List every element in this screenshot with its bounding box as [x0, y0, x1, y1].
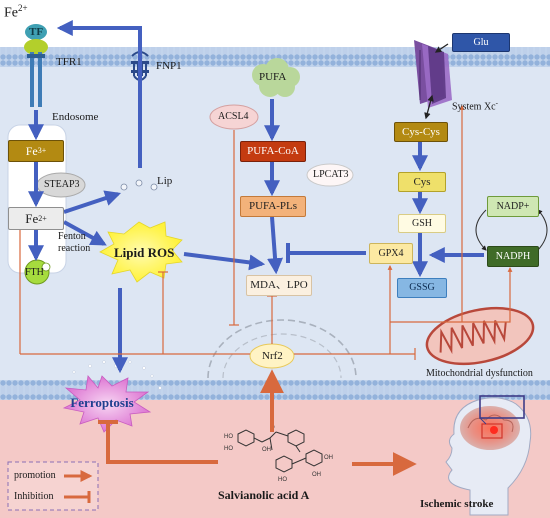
svg-text:OH: OH [324, 455, 333, 461]
nadph-box: NADPH [487, 246, 539, 267]
legend [7, 461, 99, 511]
svg-text:HO: HO [278, 477, 287, 483]
steap3-label: STEAP3 [44, 179, 80, 190]
ischemic-stroke-label: Ischemic stroke [420, 498, 494, 510]
nrf2-label: Nrf2 [262, 350, 283, 362]
lip-label: Lip [157, 175, 173, 187]
orange-regulation-lines [15, 105, 513, 360]
acsl4-label: ACSL4 [218, 111, 249, 122]
svg-text:HO: HO [224, 434, 233, 440]
fth-node [24, 259, 51, 285]
nucleus-outline [207, 319, 357, 379]
salvianolic-inhibit-ferroptosis [98, 420, 218, 464]
pufa-coa-box: PUFA-CoA [240, 141, 306, 162]
pufa-pls-box: PUFA-PLs [240, 196, 306, 217]
brain-head-icon [445, 395, 532, 516]
nadp-cycle-arrows [475, 209, 548, 251]
glu-box: Glu [452, 33, 510, 52]
lip-dots [120, 179, 158, 191]
mitochondrial-dysfunction-label: Mitochondrial dysfunction [426, 368, 533, 379]
fth-label: FTH [25, 267, 44, 278]
legend-promotion-label: promotion [14, 470, 56, 481]
fnp1-label: FNP1 [156, 60, 182, 72]
gsh-box: GSH [398, 214, 446, 233]
system-xc-transporter-icon [414, 40, 452, 108]
pufa-label: PUFA [259, 71, 287, 83]
svg-text:HO: HO [224, 446, 233, 452]
pufa-cloud [252, 58, 300, 97]
acsl4-oval [209, 104, 259, 130]
salvianolic-acid-label: Salvianolic acid A [218, 488, 310, 502]
endosome-label: Endosome [52, 111, 99, 123]
nucleus-inner-outline [222, 333, 342, 379]
fenton-label-line2: reaction [58, 243, 91, 254]
svg-text:OH: OH [262, 447, 271, 453]
gpx4-box: GPX4 [369, 243, 413, 264]
mda-lpo-box: MDA、LPO [246, 275, 312, 296]
glu-transport-arrows [424, 43, 449, 120]
lpcat3-oval [306, 163, 354, 187]
transferrin-receptor-icon [24, 24, 48, 107]
system-xc-label: System Xc- [452, 99, 498, 113]
blue-arrows [28, 20, 484, 374]
ferroptosis-label: Ferroptosis [70, 394, 134, 410]
ferroptosis-burst [62, 375, 152, 433]
fe2-extracellular-label: Fe2+ [4, 3, 28, 21]
tf-label: TF [29, 26, 44, 38]
tfr1-label: TFR1 [56, 56, 82, 68]
gssg-box: GSSG [397, 278, 447, 298]
legend-inhibition-label: Inhibition [14, 491, 54, 502]
lpcat3-label: LPCAT3 [313, 169, 349, 180]
fenton-label-line1: Fenton [58, 231, 86, 242]
cys-cys-box: Cys-Cys [394, 122, 448, 142]
svg-text:OH: OH [312, 472, 321, 478]
gpx4-inhibit-bar [286, 243, 366, 263]
lipid-ros-burst [99, 221, 183, 283]
cys-box: Cys [398, 172, 446, 192]
lipid-ros-label: Lipid ROS [114, 245, 175, 260]
nadp-plus-box: NADP+ [487, 196, 539, 217]
